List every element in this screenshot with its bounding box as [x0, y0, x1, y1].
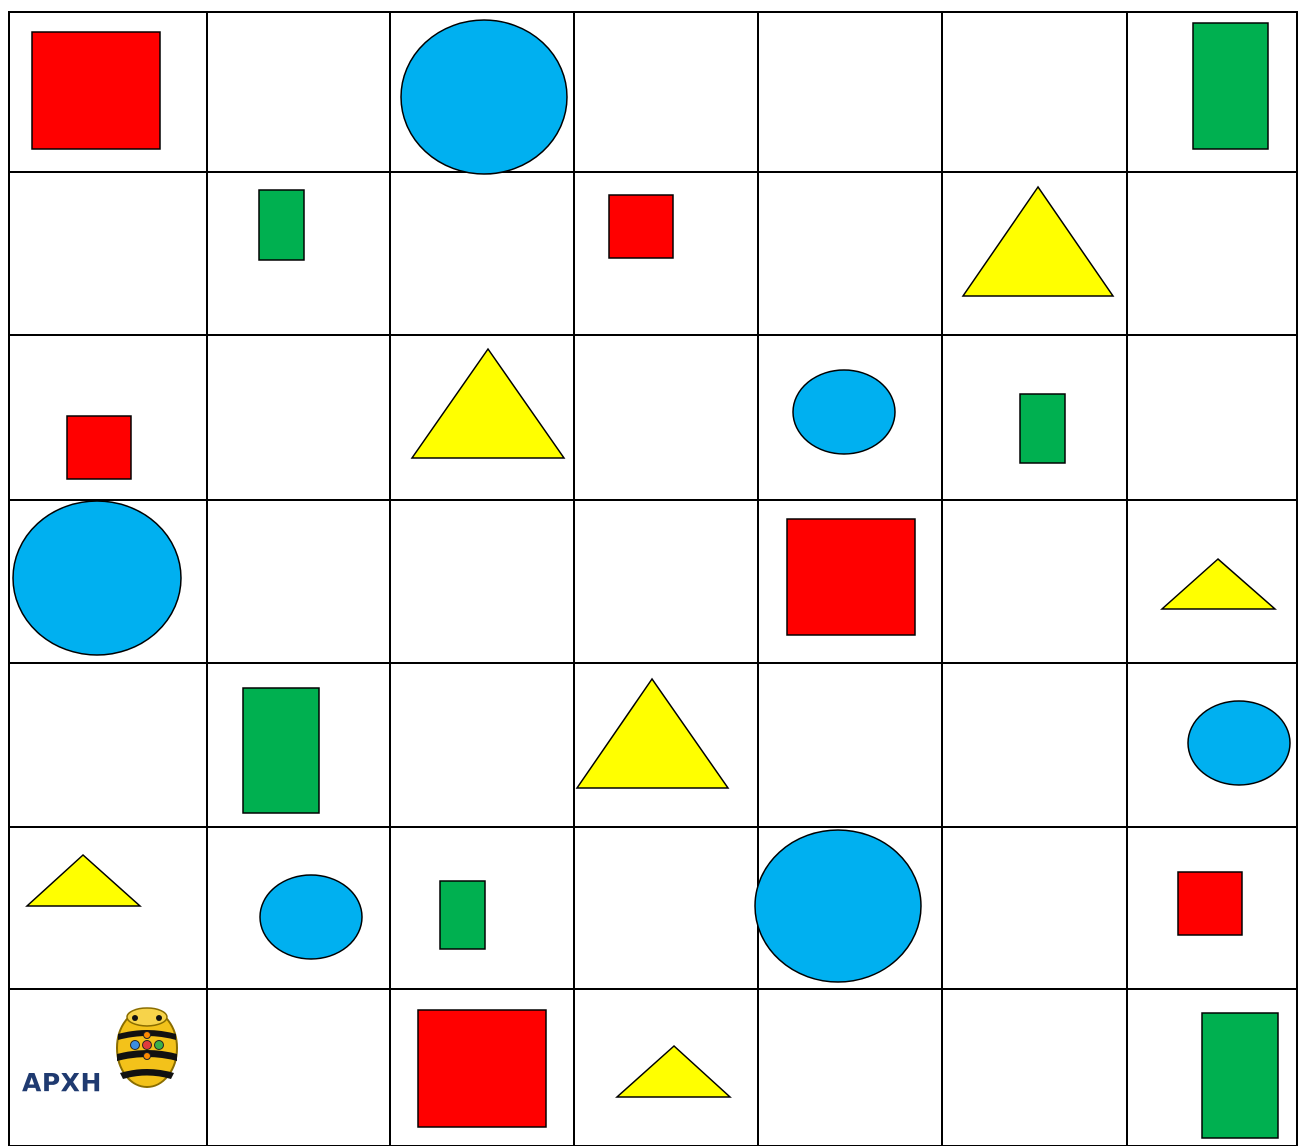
circle-shape-r3c0: [13, 501, 181, 655]
triangle-shape-r4c3: [577, 679, 728, 788]
square-shape-r3c4: [787, 519, 915, 635]
circle-shape-r0c2: [401, 20, 567, 174]
circle-shape-r2c4: [793, 370, 895, 454]
square-shape-r0c0: [32, 32, 160, 149]
rectangle-shape-r6c6: [1202, 1013, 1278, 1138]
square-shape-r5c6: [1178, 872, 1242, 935]
triangle-shape-r5c0: [27, 855, 140, 906]
square-shape-r1c3: [609, 195, 673, 258]
triangle-shape-r2c2: [412, 349, 564, 458]
board-border: [9, 12, 1297, 1146]
triangle-shape-r1c5: [963, 187, 1113, 296]
square-shape-r6c2: [418, 1010, 546, 1127]
circle-shape-r5c1: [260, 875, 362, 959]
rectangle-shape-r2c5: [1020, 394, 1065, 463]
triangle-shape-r3c6: [1162, 559, 1275, 609]
square-shape-r2c0: [67, 416, 131, 479]
board-grid: [9, 12, 1297, 1146]
circle-shape-r5c4: [755, 830, 921, 982]
bee-bot-icon: [117, 1008, 177, 1087]
rectangle-shape-r4c1: [243, 688, 319, 813]
circle-shape-r4c6: [1188, 701, 1290, 785]
triangle-shape-r6c3: [617, 1046, 730, 1097]
rectangle-shape-r1c1: [259, 190, 304, 260]
board-shapes: [13, 20, 1290, 1138]
rectangle-shape-r5c2: [440, 881, 485, 949]
start-label: ΑΡΧΗ: [22, 1068, 102, 1097]
rectangle-shape-r0c6: [1193, 23, 1268, 149]
